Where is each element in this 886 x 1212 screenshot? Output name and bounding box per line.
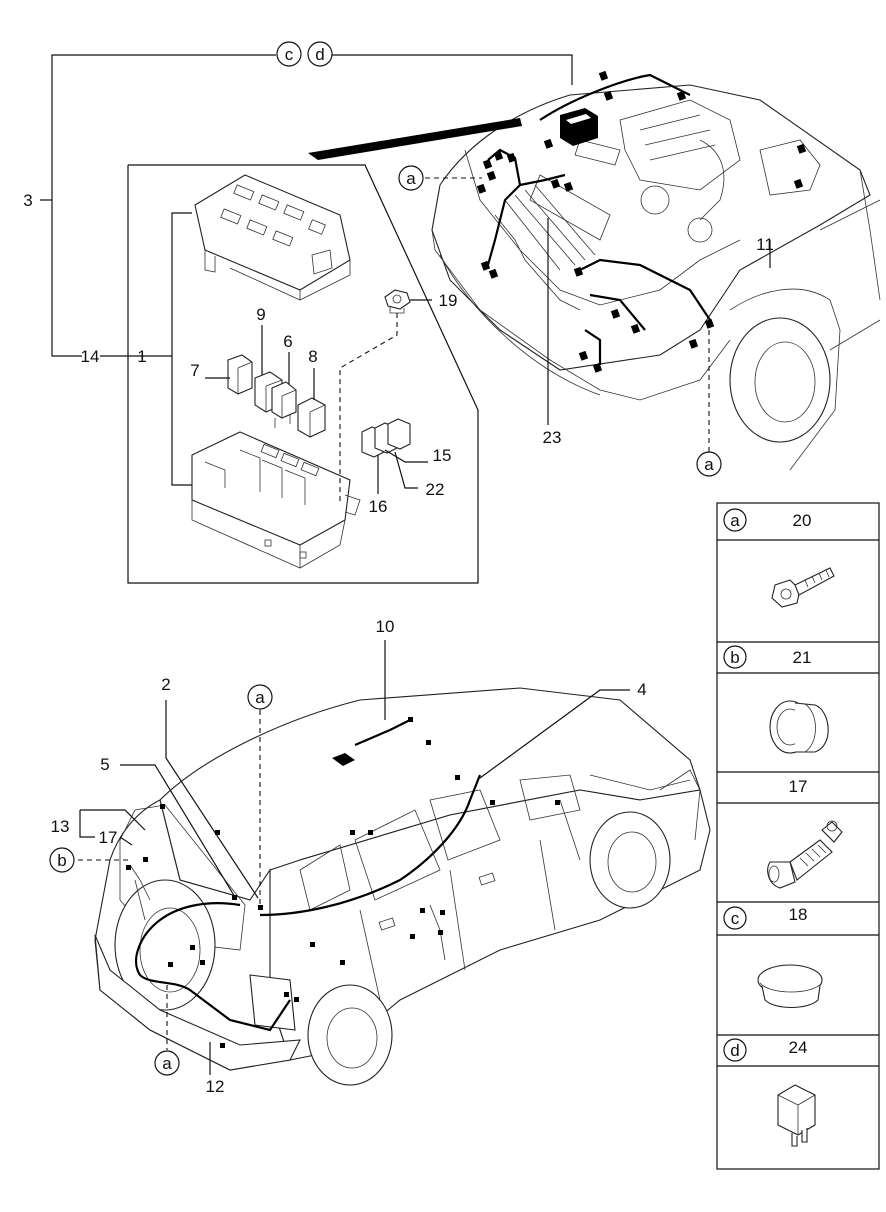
relay-7 <box>227 354 253 395</box>
relay-8 <box>297 397 326 438</box>
table-ref-d: d <box>723 1038 747 1062</box>
svg-text:b: b <box>730 648 739 667</box>
callout-23: 23 <box>543 428 562 447</box>
callout-16: 16 <box>369 497 388 516</box>
svg-text:b: b <box>57 851 66 870</box>
svg-text:a: a <box>255 688 265 707</box>
callout-14: 14 <box>81 347 100 366</box>
table-number-20: 20 <box>793 511 812 530</box>
fuse-set-15-16-22 <box>361 418 411 458</box>
routing-leaders <box>40 54 573 357</box>
ref-b-marker: b <box>49 847 75 873</box>
callout-1: 1 <box>137 347 146 366</box>
svg-text:a: a <box>730 511 740 530</box>
table-number-24: 24 <box>789 1038 808 1057</box>
bolt-icon <box>771 567 835 608</box>
relay-icon <box>777 1084 816 1147</box>
callout-4: 4 <box>637 680 646 699</box>
callout-2: 2 <box>161 675 170 694</box>
vehicle-illustration <box>78 640 711 1086</box>
table-ref-c: c <box>723 906 747 930</box>
callout-11: 11 <box>756 235 774 254</box>
svg-text:c: c <box>285 45 294 64</box>
parts-table <box>716 502 880 1170</box>
svg-text:d: d <box>730 1041 739 1060</box>
svg-text:a: a <box>162 1054 172 1073</box>
ref-a-marker-fender: a <box>696 451 722 477</box>
table-number-17: 17 <box>789 777 808 796</box>
callout-7: 7 <box>190 361 199 380</box>
ref-a-marker-engine: a <box>398 165 424 191</box>
ref-c-marker: c <box>276 41 302 67</box>
callout-22: 22 <box>426 480 445 499</box>
nut-19 <box>384 289 411 314</box>
relay-6 <box>271 381 297 428</box>
callout-5: 5 <box>100 755 109 774</box>
grommet-icon <box>769 700 829 754</box>
connector-cable-icon <box>767 820 843 889</box>
ref-a-marker-roof: a <box>247 684 273 710</box>
cap-plug-icon <box>757 964 823 1009</box>
callout-15: 15 <box>433 446 452 465</box>
table-number-21: 21 <box>793 648 812 667</box>
callout-17: 17 <box>99 828 118 847</box>
callout-6: 6 <box>283 332 292 351</box>
fuse-box-base <box>191 431 361 569</box>
ref-d-marker: d <box>307 41 333 67</box>
fuse-box-panel <box>100 164 479 584</box>
table-ref-a: a <box>723 508 747 532</box>
callout-19: 19 <box>439 291 458 310</box>
svg-text:a: a <box>704 455 714 474</box>
svg-text:a: a <box>406 169 416 188</box>
callout-12: 12 <box>206 1077 225 1096</box>
callout-13: 13 <box>51 817 70 836</box>
ref-a-marker-bumper: a <box>154 1050 180 1076</box>
svg-text:c: c <box>731 909 740 928</box>
svg-text:d: d <box>315 45 324 64</box>
fuse-box-cover <box>194 174 351 301</box>
callout-9: 9 <box>256 305 265 324</box>
engine-bay-illustration <box>308 70 881 471</box>
callout-3: 3 <box>23 191 32 210</box>
callout-8: 8 <box>308 347 317 366</box>
table-ref-b: b <box>723 645 747 669</box>
table-number-18: 18 <box>789 905 808 924</box>
callout-10: 10 <box>376 617 395 636</box>
